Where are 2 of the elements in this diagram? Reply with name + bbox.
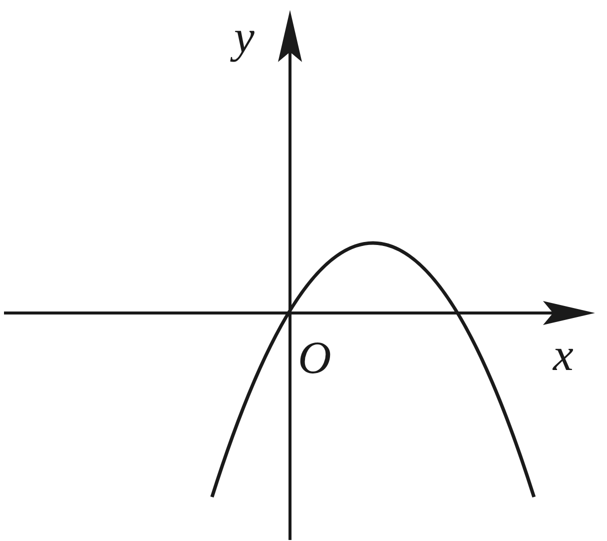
axis-label: x xyxy=(553,332,574,378)
origin-label: O xyxy=(298,335,332,381)
